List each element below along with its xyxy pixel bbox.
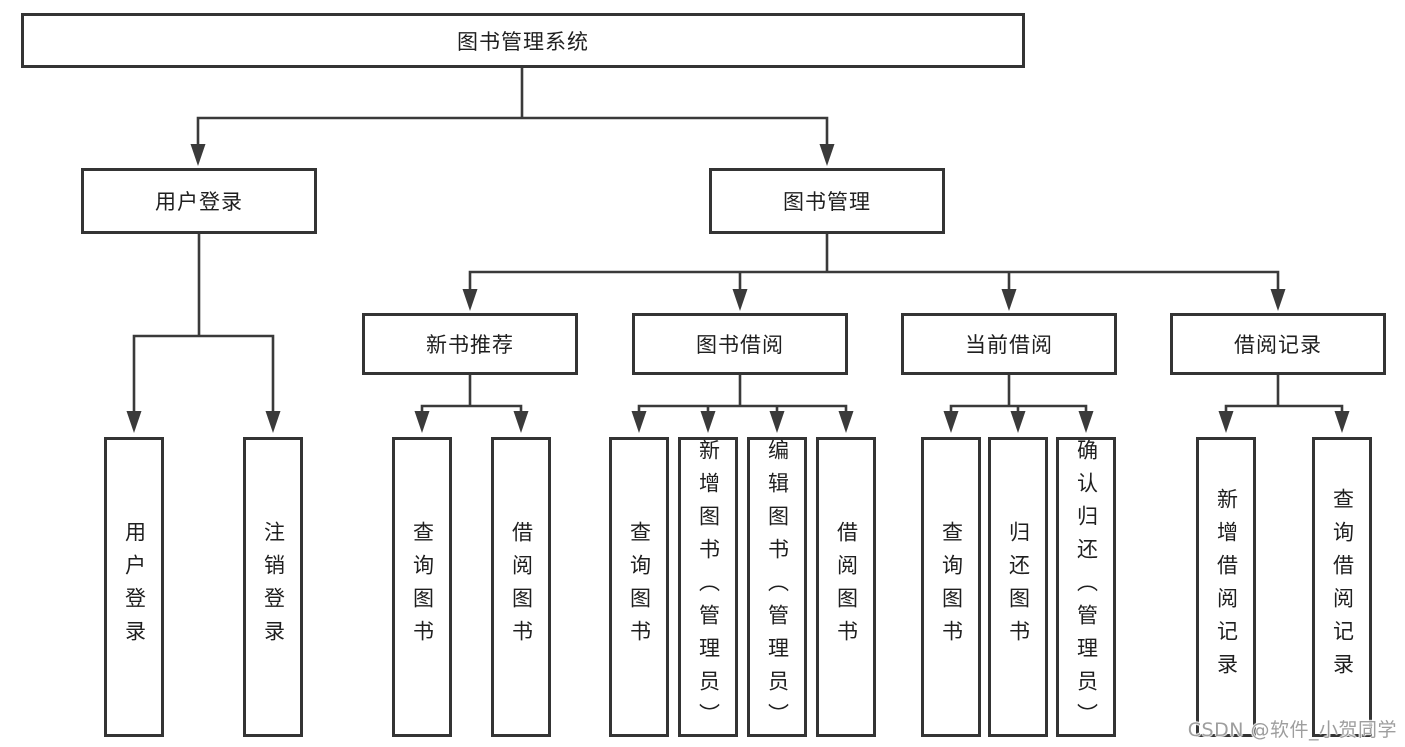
watermark: CSDN @软件_小贺同学	[1187, 719, 1397, 741]
leaf-current-confirm-return-admin: 确认归还（管理员）	[1056, 437, 1116, 737]
leaf-recommend-borrow-book: 借阅图书	[491, 437, 551, 737]
node-label: 查询图书	[410, 521, 435, 653]
node-label: 查询图书	[939, 521, 964, 653]
node-label: 新书推荐	[426, 333, 514, 357]
node-label: 图书管理	[783, 190, 871, 214]
arrowhead	[943, 411, 959, 433]
node-label: 新增借阅记录	[1214, 488, 1239, 686]
arrowhead	[769, 411, 785, 433]
arrowhead	[190, 144, 206, 166]
leaf-current-query-book: 查询图书	[921, 437, 981, 737]
arrowhead	[462, 289, 478, 311]
arrowheads	[126, 144, 1350, 433]
leaf-records-add-record: 新增借阅记录	[1196, 437, 1256, 737]
arrowhead	[1270, 289, 1286, 311]
node-book-management: 图书管理	[709, 168, 945, 234]
node-label: 编辑图书（管理员）	[765, 438, 790, 736]
leaf-logout: 注销登录	[243, 437, 303, 737]
arrowhead	[126, 411, 142, 433]
leaf-current-return-book: 归还图书	[988, 437, 1048, 737]
connector-path	[132, 66, 1344, 417]
node-label: 查询借阅记录	[1330, 488, 1355, 686]
leaf-user-login: 用户登录	[104, 437, 164, 737]
arrowhead	[1218, 411, 1234, 433]
arrowhead	[700, 411, 716, 433]
node-label: 当前借阅	[965, 333, 1053, 357]
node-label: 用户登录	[122, 521, 147, 653]
node-label: 借阅图书	[834, 521, 859, 653]
leaf-recommend-query-book: 查询图书	[392, 437, 452, 737]
node-label: 借阅图书	[509, 521, 534, 653]
arrowhead	[732, 289, 748, 311]
node-book-borrowing: 图书借阅	[632, 313, 848, 375]
node-label: 图书借阅	[696, 333, 784, 357]
node-label: 确认归还（管理员）	[1074, 438, 1099, 736]
node-new-book-recommendation: 新书推荐	[362, 313, 578, 375]
arrowhead	[1001, 289, 1017, 311]
arrowhead	[819, 144, 835, 166]
node-borrowing-records: 借阅记录	[1170, 313, 1386, 375]
arrowhead	[1334, 411, 1350, 433]
arrowhead	[513, 411, 529, 433]
arrowhead	[414, 411, 430, 433]
node-label: 用户登录	[155, 190, 243, 214]
arrowhead	[838, 411, 854, 433]
leaf-borrow-add-book-admin: 新增图书（管理员）	[678, 437, 738, 737]
node-user-login: 用户登录	[81, 168, 317, 234]
leaf-borrow-edit-book-admin: 编辑图书（管理员）	[747, 437, 807, 737]
node-label: 注销登录	[261, 521, 286, 653]
leaf-borrow-borrow-book: 借阅图书	[816, 437, 876, 737]
leaf-records-query-record: 查询借阅记录	[1312, 437, 1372, 737]
node-current-borrowing: 当前借阅	[901, 313, 1117, 375]
arrowhead	[631, 411, 647, 433]
node-library-management-system: 图书管理系统	[21, 13, 1025, 68]
arrowhead	[1078, 411, 1094, 433]
node-label: 归还图书	[1006, 521, 1031, 653]
arrowhead	[1010, 411, 1026, 433]
node-label: 查询图书	[627, 521, 652, 653]
leaf-borrow-query-book: 查询图书	[609, 437, 669, 737]
node-label: 借阅记录	[1234, 333, 1322, 357]
node-label: 图书管理系统	[457, 29, 589, 54]
node-label: 新增图书（管理员）	[696, 438, 721, 736]
arrowhead	[265, 411, 281, 433]
